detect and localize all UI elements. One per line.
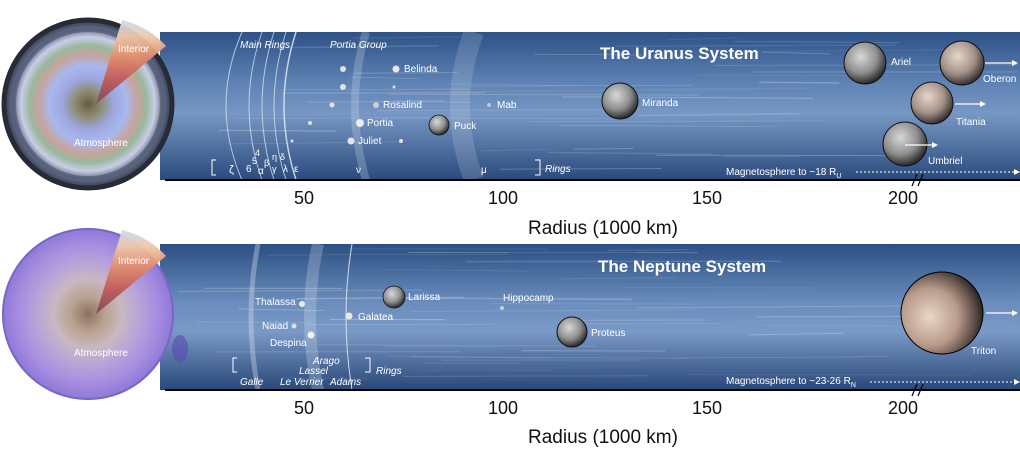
moon-galatea: [346, 313, 353, 320]
uranus-planet: Interior Atmosphere: [2, 18, 174, 190]
uranus-panel: The Uranus System Main Rings Portia Grou…: [2, 18, 1020, 239]
moon-belinda-label: Belinda: [404, 64, 438, 75]
uranus-small-dot: [340, 84, 346, 90]
ring-nu: ν: [356, 165, 361, 176]
band-streak: [427, 370, 552, 371]
ring-adams: Adams: [329, 377, 361, 388]
neptune-dark-spot: [172, 335, 188, 363]
uranus-small-dot: [393, 86, 396, 89]
moon-triton: [901, 272, 983, 354]
moon-hippocamp: [500, 306, 504, 310]
ring-le-verrier: Le Verrier: [280, 377, 324, 388]
moon-titania: [911, 82, 953, 124]
neptune-axis-label: Radius (1000 km): [528, 427, 678, 448]
uranus-atmosphere-label: Atmosphere: [74, 138, 128, 149]
uranus-tick-50: 50: [294, 188, 314, 208]
ring-lassel: Lassel: [299, 366, 329, 377]
uranus-axis-label: Radius (1000 km): [528, 218, 678, 239]
uranus-main-rings-label: Main Rings: [240, 40, 290, 51]
uranus-small-dot: [308, 121, 312, 125]
neptune-tick-150: 150: [692, 398, 722, 418]
ring-mu: μ: [481, 165, 487, 176]
ring-delta: δ: [280, 152, 285, 162]
band-streak: [402, 376, 648, 377]
ring-epsilon: ε: [294, 164, 299, 175]
uranus-small-dot: [399, 139, 403, 143]
moon-naiad-label: Naiad: [262, 321, 288, 332]
uranus-portia-group-label: Portia Group: [330, 40, 387, 51]
band-streak: [608, 250, 689, 251]
neptune-interior-label: Interior: [118, 256, 150, 267]
moon-galatea-label: Galatea: [358, 312, 393, 323]
neptune-tick-50: 50: [294, 398, 314, 418]
ring-lambda: λ: [283, 164, 288, 175]
ring-eta: η: [272, 152, 277, 162]
ring-beta: β: [264, 158, 269, 168]
moon-oberon: [940, 41, 984, 85]
moon-oberon-label: Oberon: [983, 74, 1016, 85]
ring-arago: Arago: [312, 356, 340, 367]
neptune-band: [160, 244, 1020, 390]
uranus-small-dot: [330, 103, 335, 108]
ring-galle: Galle: [240, 377, 264, 388]
moon-mab-label: Mab: [497, 100, 517, 111]
moon-triton-label: Triton: [971, 346, 996, 357]
moon-proteus: [557, 317, 587, 347]
moon-miranda: [602, 83, 638, 119]
moon-juliet-label: Juliet: [358, 136, 382, 147]
moon-umbriel-label: Umbriel: [928, 156, 962, 167]
uranus-small-dot: [291, 140, 294, 143]
band-streak: [500, 169, 661, 170]
uranus-title: The Uranus System: [600, 44, 759, 63]
moon-larissa-label: Larissa: [408, 292, 441, 303]
uranus-tick-100: 100: [488, 188, 518, 208]
moon-ariel: [844, 42, 886, 84]
uranus-tick-200: 200: [888, 188, 918, 208]
moon-despina: [308, 332, 315, 339]
moon-proteus-label: Proteus: [591, 328, 625, 339]
neptune-tick-200: 200: [888, 398, 918, 418]
moon-thalassa-label: Thalassa: [255, 297, 296, 308]
moon-rosalind-label: Rosalind: [383, 100, 422, 111]
uranus-small-dot: [340, 66, 346, 72]
ring-5: 5: [252, 156, 257, 166]
band-streak: [759, 82, 839, 83]
uranus-rings-label: Rings: [545, 164, 571, 175]
neptune-atmosphere-label: Atmosphere: [74, 348, 128, 359]
uranus-tick-150: 150: [692, 188, 722, 208]
moon-portia-label: Portia: [367, 118, 394, 129]
moon-rosalind: [373, 102, 379, 108]
moon-titania-label: Titania: [956, 117, 986, 128]
moon-naiad: [292, 324, 297, 329]
neptune-title: The Neptune System: [598, 257, 766, 276]
moon-puck-label: Puck: [454, 121, 477, 132]
moon-portia: [356, 119, 364, 127]
moon-ariel-label: Ariel: [891, 57, 911, 68]
ring-gamma: γ: [272, 164, 277, 174]
neptune-panel: The Neptune System Thalassa Naiad Despin…: [2, 228, 1020, 448]
moon-despina-label: Despina: [270, 338, 307, 349]
moon-mab: [487, 103, 491, 107]
uranus-interior-label: Interior: [118, 44, 150, 55]
neptune-rings-label: Rings: [376, 366, 402, 377]
moon-juliet: [348, 138, 355, 145]
ring-zeta: ζ: [229, 164, 234, 176]
moon-miranda-label: Miranda: [642, 98, 679, 109]
band-streak: [219, 130, 336, 131]
moon-puck: [429, 115, 449, 135]
moon-thalassa: [299, 301, 305, 307]
moon-belinda: [393, 66, 400, 73]
moon-hippocamp-label: Hippocamp: [503, 293, 554, 304]
neptune-tick-100: 100: [488, 398, 518, 418]
moon-umbriel: [883, 122, 927, 166]
moon-larissa: [383, 286, 405, 308]
